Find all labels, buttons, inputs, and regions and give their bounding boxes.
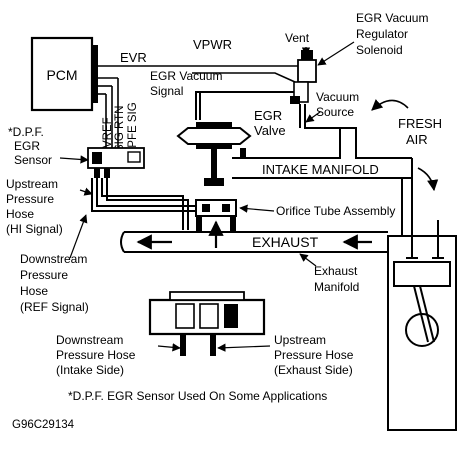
vpwr-label: VPWR	[193, 37, 232, 52]
pcm-label: PCM	[46, 67, 77, 83]
downstream-hose-label-4: (REF Signal)	[20, 300, 89, 314]
egr-valve-label-1: EGR	[254, 108, 282, 123]
inset-sensor-detail	[148, 291, 266, 356]
egr-regulator-label-2: Regulator	[356, 27, 408, 41]
exhaust-pipe	[120, 231, 388, 253]
dpfe-sensor	[87, 147, 145, 178]
egr-valve-label-2: Valve	[254, 123, 286, 138]
upstream-hose-label-4: (HI Signal)	[6, 222, 63, 236]
upstream-hose-label-2: Pressure	[6, 192, 54, 206]
inset-downstream-label-1: Downstream	[56, 333, 123, 347]
inset-upstream-label-2: Pressure Hose	[274, 348, 354, 362]
downstream-hose-label-1: Downstream	[20, 252, 87, 266]
fresh-air-arrows	[371, 99, 439, 192]
exhaust-label: EXHAUST	[252, 234, 319, 250]
vacuum-lines	[195, 91, 340, 129]
pressure-hoses	[91, 178, 200, 230]
dpfe-sensor-label-1: *D.P.F.	[8, 125, 44, 139]
upstream-hose-label-1: Upstream	[6, 177, 58, 191]
exhaust-flow-arrows	[136, 220, 372, 250]
upstream-hose-label-3: Hose	[6, 207, 34, 221]
evr-label: EVR	[120, 50, 147, 65]
intake-manifold	[232, 127, 413, 236]
cylinder-valves	[406, 220, 444, 259]
downstream-hose-label-2: Pressure	[20, 268, 68, 282]
vref-label: VREF	[102, 117, 114, 148]
vacuum-source-label-1: Vacuum	[316, 90, 359, 104]
egr-valve	[176, 122, 252, 186]
intake-manifold-label: INTAKE MANIFOLD	[262, 162, 379, 177]
inset-downstream-label-2: Pressure Hose	[56, 348, 136, 362]
dpfe-sensor-label-3: Sensor	[14, 153, 52, 167]
sig-rtn-label: SIG RTN	[114, 106, 126, 152]
egr-vacuum-regulator-solenoid	[290, 50, 317, 104]
vent-label: Vent	[285, 31, 310, 45]
figure-id: G96C29134	[12, 419, 75, 431]
egr-regulator-label-1: EGR Vacuum	[356, 11, 428, 25]
egr-regulator-label-3: Solenoid	[356, 43, 403, 57]
footnote: *D.P.F. EGR Sensor Used On Some Applicat…	[68, 389, 327, 403]
downstream-hose-label-3: Hose	[20, 284, 48, 298]
exhaust-manifold-label-1: Exhaust	[314, 264, 358, 278]
fresh-air-label-2: AIR	[406, 132, 428, 147]
orifice-tube-label: Orifice Tube Assembly	[276, 204, 395, 218]
egr-vacuum-signal-label-1: EGR Vacuum	[150, 69, 222, 83]
egr-vacuum-signal-label-2: Signal	[150, 84, 183, 98]
pcm-module: PCM	[30, 36, 98, 112]
dpfe-sig-label: DPFE SIG	[127, 102, 139, 156]
inset-upstream-label-3: (Exhaust Side)	[274, 363, 353, 377]
vacuum-source-label-2: Source	[316, 105, 354, 119]
dpfe-sensor-label-2: EGR	[14, 139, 40, 153]
orifice-tube-assembly	[195, 199, 237, 232]
fresh-air-label-1: FRESH	[398, 116, 442, 131]
inset-downstream-label-3: (Intake Side)	[56, 363, 124, 377]
engine-cylinder	[387, 235, 457, 431]
pcm-wiring	[98, 65, 298, 150]
inset-upstream-label-1: Upstream	[274, 333, 326, 347]
exhaust-manifold-label-2: Manifold	[314, 280, 359, 294]
